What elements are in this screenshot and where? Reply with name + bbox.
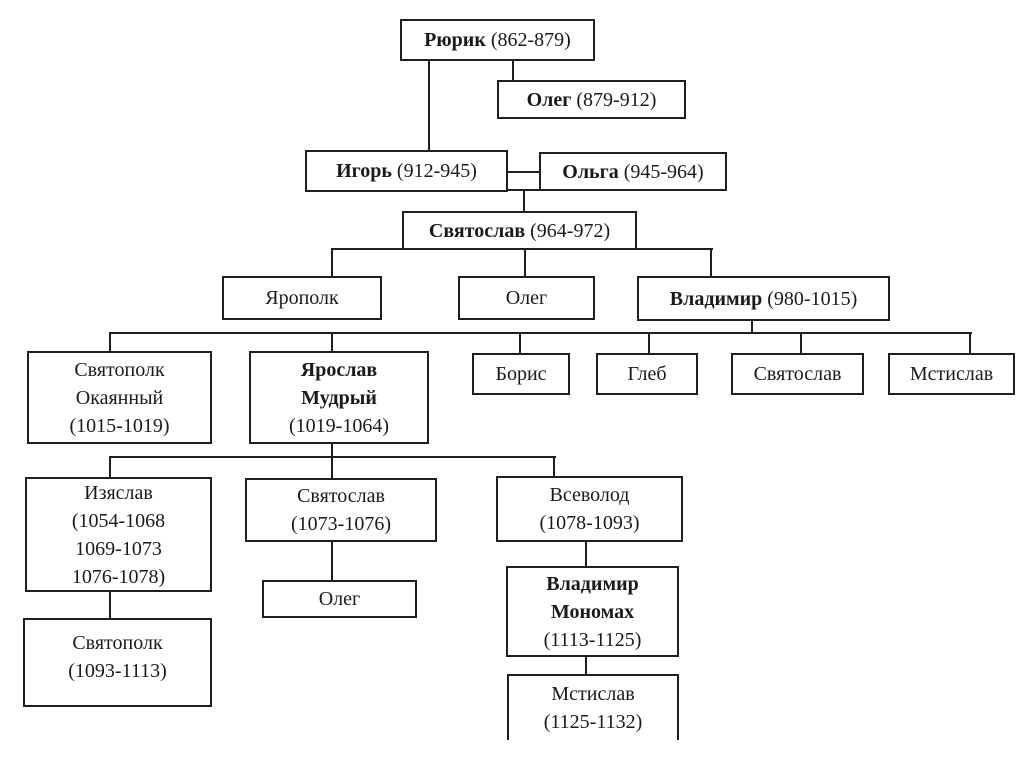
connector-rurik--oleg-kievan (512, 61, 514, 81)
node-text-line: Мономах (550, 600, 635, 623)
node-text-line: Игорь (912-945) (336, 160, 477, 182)
connector-rurik--igor (428, 61, 430, 151)
node-svyatoslav-yaroslavich: Святослав (1073-1076) (245, 478, 437, 542)
node-text-line: (1073-1076) (291, 513, 391, 535)
node-oleg-drevlyansky: Олег (458, 276, 595, 320)
node-gleb: Глеб (596, 353, 698, 395)
node-vsevolod: Всеволод (1078-1093) (496, 476, 683, 542)
node-text-line: Глеб (627, 363, 667, 385)
node-text-line: (1054-1068 (71, 509, 166, 532)
node-text-line: Олег (879-912) (526, 88, 657, 111)
connector-izyaslav--svyatopolk-izyaslavich (109, 592, 111, 618)
connector-yaroslav-mudry--svyatoslav-yaroslavich (331, 444, 333, 478)
connector-children-bus-2--boris (519, 332, 521, 354)
node-mstislav-veliky: Мстислав (1125-1132) (507, 674, 679, 740)
node-text-line: Борис (495, 363, 547, 385)
node-izyaslav: Изяслав (1054-1068 1069-1073 1076-1078) (25, 477, 212, 592)
node-text-line: Олег (318, 588, 361, 610)
node-text-line: Ярослав (300, 358, 378, 381)
connector-igor--olga (508, 171, 539, 173)
node-svyatoslav-vladimirovich: Святослав (731, 353, 864, 395)
connector-igor-olga--svyatoslav-igorevich (523, 189, 525, 212)
node-text-line: Рюрик (862-879) (424, 29, 571, 51)
node-text-line: Владимир (980-1015) (669, 287, 858, 310)
connector-children-bus--oleg-drevlyansky (524, 248, 526, 277)
node-text-line: Мстислав (909, 363, 994, 385)
node-text-line: Ярополк (265, 287, 339, 309)
connector-children-bus-3--vsevolod (553, 456, 555, 477)
node-text-line: Всеволод (549, 484, 630, 506)
node-yaropolk: Ярополк (222, 276, 382, 320)
node-text-line: (1113-1125) (543, 628, 642, 651)
connector-children-bus--yaropolk (331, 248, 333, 277)
node-text-line: Святослав (753, 363, 842, 385)
node-mstislav-vladimirovich: Мстислав (888, 353, 1015, 395)
connector-vladimir-monomakh--mstislav-veliky (585, 657, 587, 674)
node-text-line: Изяслав (84, 481, 153, 504)
node-text-line: (1019-1064) (289, 414, 389, 437)
node-text-line: Святослав (297, 485, 385, 507)
node-text-line: Владимир (546, 572, 639, 595)
connector-children-bus-2--svyatoslav-vladimirovich (800, 332, 802, 354)
node-text-line: (1125-1132) (543, 711, 643, 733)
node-text-line: (1015-1019) (69, 414, 170, 437)
node-text-line: (1093-1113) (68, 660, 167, 682)
node-rurik: Рюрик (862-879) (400, 19, 595, 61)
node-text-line: Окаянный (75, 386, 164, 409)
connector-children-bus-3--izyaslav (109, 456, 111, 478)
connector-svyatoslav-yaroslavich--oleg-svyatoslavich (331, 542, 333, 580)
node-oleg-svyatoslavich: Олег (262, 580, 417, 618)
node-text-line: Мстислав (551, 683, 635, 705)
node-vladimir-svyatoslavich: Владимир (980-1015) (637, 276, 890, 321)
connector-children-bus-2--gleb (648, 332, 650, 354)
node-svyatopolk-izyaslavich: Святополк (1093-1113) (23, 618, 212, 707)
node-svyatoslav-igorevich: Святослав (964-972) (402, 211, 637, 250)
node-text-line: Святослав (964-972) (428, 219, 611, 242)
node-olga: Ольга (945-964) (539, 152, 727, 191)
connector-children-bus--vladimir-svyatoslavich (710, 248, 712, 277)
node-text-line: Святополк (74, 358, 165, 381)
connector-children-bus-2--yaroslav-mudry (331, 332, 333, 352)
connector-vsevolod--vladimir-monomakh (585, 542, 587, 566)
node-text-line: (1078-1093) (539, 512, 640, 534)
node-igor: Игорь (912-945) (305, 150, 508, 192)
connector-vladimir-svyatoslavich--children-bus-2 (110, 332, 972, 334)
node-text-line: Мудрый (301, 386, 377, 409)
node-oleg-kievan: Олег (879-912) (497, 80, 686, 119)
node-text-line: Ольга (945-964) (562, 160, 704, 183)
connector-vladimir-svyatoslavich--children-bus-2 (751, 319, 753, 334)
connector-yaroslav-mudry--children-bus-3 (110, 456, 556, 458)
node-text-line: Олег (505, 287, 548, 309)
connector-children-bus-2--mstislav-vladimirovich (969, 332, 971, 354)
node-text-line: 1069-1073 (75, 537, 162, 560)
node-boris: Борис (472, 353, 570, 395)
node-text-line: Святополк (72, 632, 163, 654)
node-text-line: 1076-1078) (71, 565, 166, 588)
connector-children-bus-2--svyatopolk-okayanny (109, 332, 111, 352)
